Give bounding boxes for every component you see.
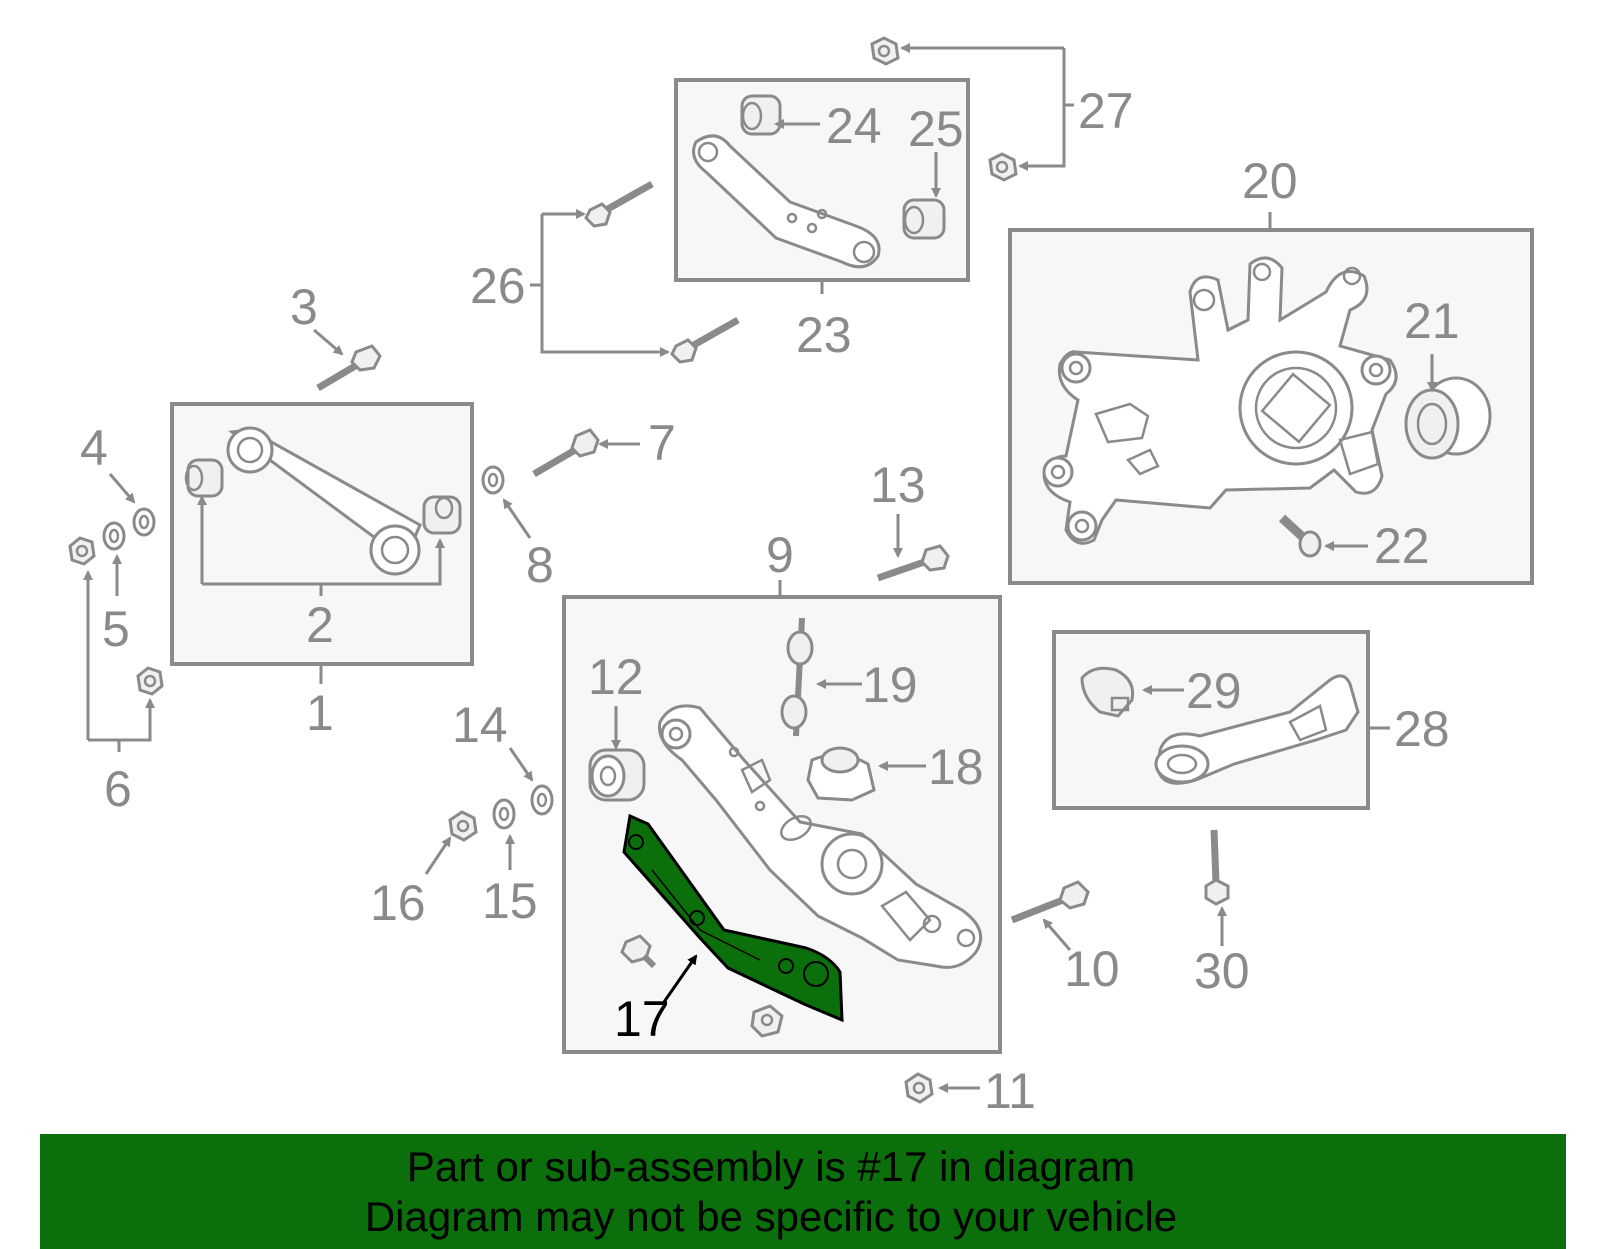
label-9: 9 (766, 527, 794, 583)
label-15: 15 (482, 873, 538, 929)
reinforcement-plate-part-17[interactable] (622, 813, 844, 1023)
label-11: 11 (984, 1063, 1036, 1119)
label-18: 18 (928, 739, 984, 795)
label-25: 25 (908, 101, 964, 157)
label-14: 14 (452, 697, 508, 753)
upper-arm-part-23[interactable] (692, 134, 881, 269)
trailing-arm-part-28[interactable] (1154, 674, 1360, 785)
bolt-part-10[interactable] (1010, 880, 1090, 924)
nut-lower-part-27[interactable] (988, 152, 1018, 182)
nut-part-16[interactable] (448, 810, 478, 842)
label-4: 4 (80, 420, 108, 476)
box-part-1 (170, 402, 474, 666)
label-30: 30 (1194, 943, 1250, 999)
label-1: 1 (306, 685, 334, 741)
bolt-lower-part-26[interactable] (670, 316, 740, 364)
nut-upper-part-27[interactable] (870, 36, 900, 66)
label-5: 5 (102, 601, 130, 657)
washer-part-8[interactable] (481, 465, 505, 495)
label-7: 7 (648, 415, 676, 471)
bushing-part-24[interactable] (740, 94, 782, 136)
label-13: 13 (870, 457, 926, 513)
lower-arm-part-9[interactable] (657, 704, 983, 969)
label-6: 6 (104, 761, 132, 817)
nut-small-part-9[interactable] (750, 1004, 784, 1038)
label-29: 29 (1186, 663, 1242, 719)
nut-upper-part-6[interactable] (68, 536, 96, 566)
bushing-part-29[interactable] (1080, 666, 1135, 718)
label-20: 20 (1242, 153, 1298, 209)
label-2: 2 (306, 597, 334, 653)
label-3: 3 (290, 279, 318, 335)
bushing-left-part-2[interactable] (184, 458, 224, 498)
label-17-highlighted: 17 (614, 991, 670, 1047)
label-24: 24 (826, 98, 882, 154)
label-23: 23 (796, 307, 852, 363)
bolt-small-part-9[interactable] (620, 934, 657, 969)
washer-part-4[interactable] (132, 507, 156, 537)
washer-part-15[interactable] (492, 798, 516, 830)
label-28: 28 (1394, 701, 1450, 757)
label-10: 10 (1064, 941, 1120, 997)
bolt-part-22[interactable] (1278, 514, 1322, 558)
washer-part-5[interactable] (102, 521, 126, 551)
label-12: 12 (588, 649, 644, 705)
bushing-part-25[interactable] (902, 198, 946, 240)
label-16: 16 (370, 875, 426, 931)
bolt-part-13[interactable] (876, 544, 950, 582)
banner-line-disclaimer: Diagram may not be specific to your vehi… (364, 1193, 1178, 1240)
nut-part-11[interactable] (904, 1072, 934, 1104)
bolt-part-7[interactable] (532, 428, 600, 478)
bolt-part-30[interactable] (1204, 829, 1230, 906)
nut-lower-part-6[interactable] (136, 666, 164, 696)
info-banner: Part or sub-assembly is #17 in diagram D… (40, 1134, 1566, 1249)
label-21: 21 (1404, 293, 1460, 349)
label-19: 19 (862, 657, 918, 713)
label-26: 26 (470, 258, 526, 314)
label-27: 27 (1078, 83, 1134, 139)
bushing-part-12[interactable] (588, 748, 646, 802)
hub-bearing-part-21[interactable] (1404, 376, 1492, 460)
washer-part-14[interactable] (530, 784, 554, 816)
stabilizer-link-part-19[interactable] (780, 617, 814, 737)
label-8: 8 (526, 537, 554, 593)
bolt-upper-part-26[interactable] (584, 180, 654, 228)
label-22: 22 (1374, 518, 1430, 574)
banner-line-part: Part or sub-assembly is #17 in diagram (406, 1143, 1136, 1190)
lateral-arm-part-2[interactable] (226, 426, 422, 576)
bushing-right-part-2[interactable] (422, 495, 462, 535)
spring-seat-part-18[interactable] (806, 746, 876, 802)
bolt-part-3[interactable] (316, 344, 382, 392)
knuckle-part-20[interactable] (1042, 256, 1398, 545)
